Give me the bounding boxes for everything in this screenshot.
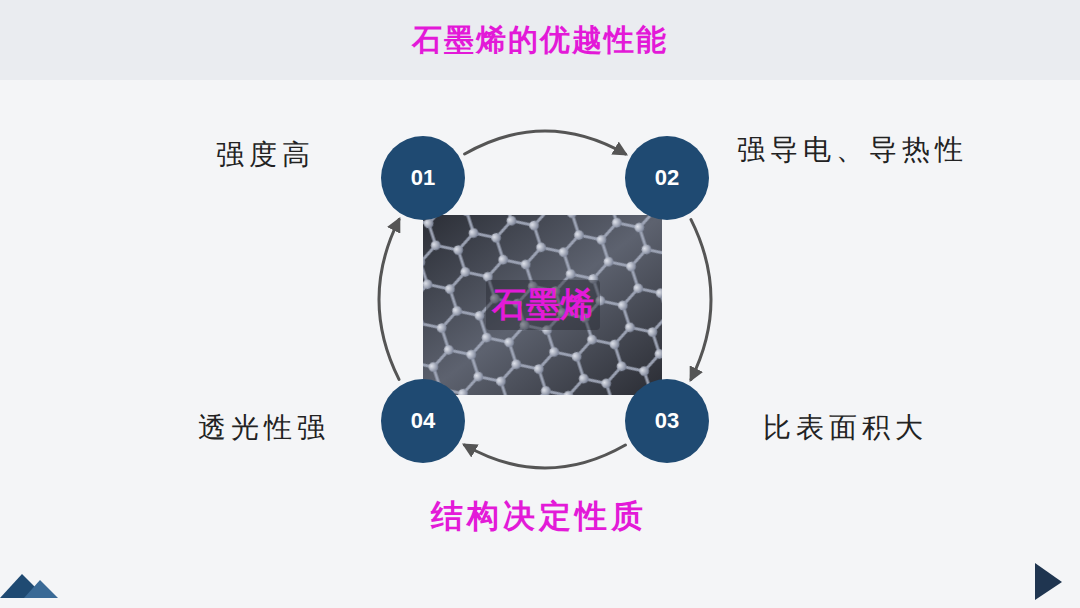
cycle-arrow xyxy=(465,131,626,154)
feature-label: 强导电、导热性 xyxy=(737,131,968,169)
title-bar: 石墨烯的优越性能 xyxy=(0,0,1080,80)
callout-number: 01 xyxy=(411,165,435,191)
center-label: 石墨烯 xyxy=(486,280,600,330)
title-text: 石墨烯的优越性能 xyxy=(412,20,668,61)
cycle-arrow xyxy=(465,445,626,468)
graphene-background xyxy=(423,215,662,395)
mountain-icon xyxy=(24,580,58,598)
caption-row: 结构决定性质 xyxy=(0,495,1080,539)
image-panel: 石墨烯 xyxy=(423,215,662,395)
graphene-lattice xyxy=(423,215,662,395)
feature-label: 透光性强 xyxy=(198,409,330,447)
feature-label: 强度高 xyxy=(216,136,315,174)
feature-label: 比表面积大 xyxy=(763,409,928,447)
number-circle: 02强导电、导热性 xyxy=(625,136,709,220)
number-circle: 03比表面积大 xyxy=(625,379,709,463)
callout-number: 03 xyxy=(655,408,679,434)
summary-label: 结构决定性质 xyxy=(431,495,647,539)
callout-number: 04 xyxy=(411,408,435,434)
cycle-arrow xyxy=(379,220,399,380)
number-circle: 01强度高 xyxy=(381,136,465,220)
next-arrow-icon xyxy=(1035,563,1062,600)
number-circle: 04透光性强 xyxy=(381,379,465,463)
callout-number: 02 xyxy=(655,165,679,191)
cycle-arrow xyxy=(691,220,711,380)
